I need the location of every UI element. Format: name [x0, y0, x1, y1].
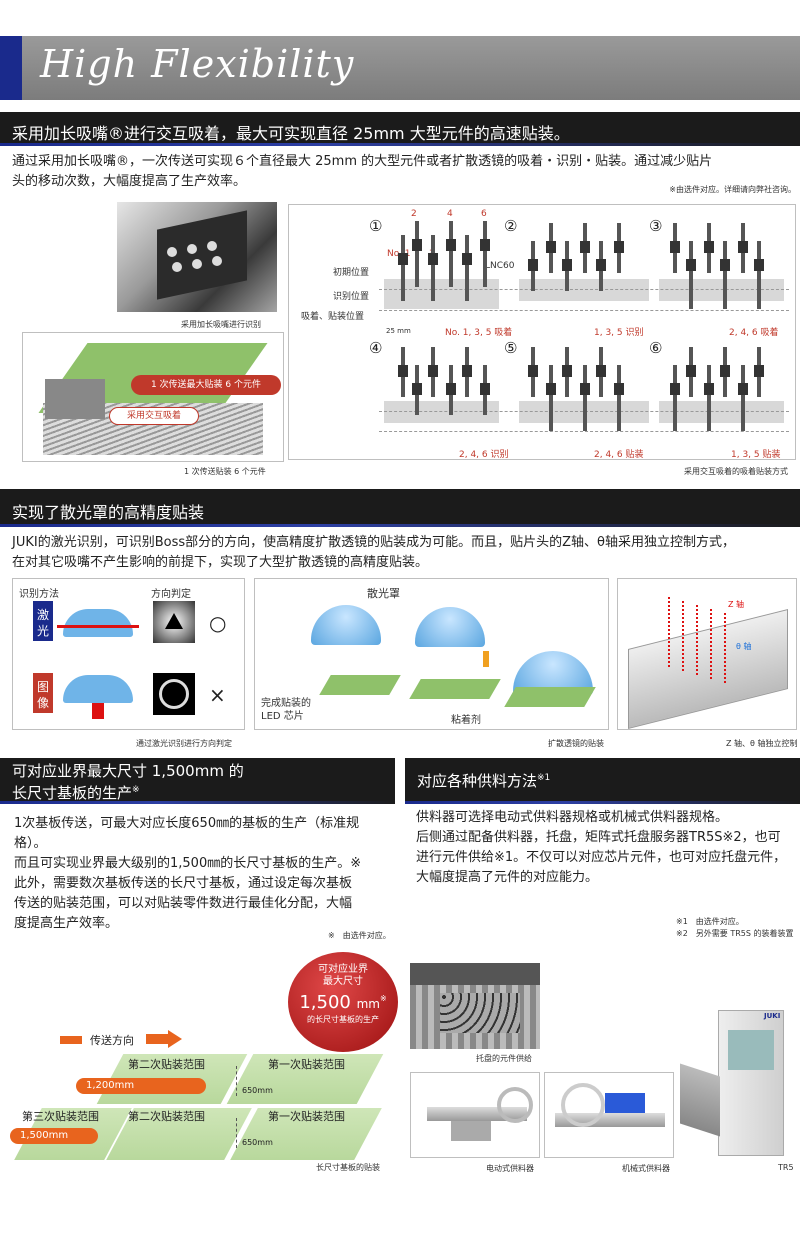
len-650-b: 650mm	[242, 1138, 273, 1147]
direction-label: 传送方向	[90, 1034, 134, 1047]
electric-caption: 电动式供料器	[486, 1164, 534, 1173]
section2-heading-bar: 实现了散光罩的高精度贴装	[0, 489, 800, 527]
z-theta-panel: Z 轴 θ 轴	[617, 578, 797, 730]
step-5-caption: 2, 4, 6 贴装	[594, 450, 644, 460]
nozzle-label-2: 2	[411, 209, 417, 219]
board-callout-1: 1 次传送最大贴装 6 个元件	[131, 375, 281, 395]
step-6-caption: 1, 3, 5 贴装	[731, 450, 781, 460]
panel1-caption: 通过激光识别进行方向判定	[136, 739, 232, 748]
row-label-recognition: 识别位置	[333, 292, 370, 302]
step-2-number: ②	[504, 217, 518, 235]
second-range-1: 第二次贴装范围	[128, 1058, 205, 1071]
panel2-caption: 扩散透镜的贴装	[548, 739, 604, 748]
lens-mounting-panel: 散光罩 完成贴装的 LED 芯片 粘着剂	[254, 578, 609, 730]
image-tag: 图像	[33, 673, 53, 713]
row-label-initial: 初期位置	[333, 268, 370, 278]
step-2-caption: 1, 3, 5 识别	[594, 328, 644, 338]
tray-feed-photo	[410, 963, 540, 1049]
method-label: 识别方法	[19, 589, 59, 600]
tray-caption: 托盘的元件供给	[476, 1054, 532, 1063]
len-1500-bar: 1,500mm	[10, 1128, 98, 1144]
diagram-caption: 采用交互吸着的吸着贴装方式	[684, 467, 788, 476]
step-5-number: ⑤	[504, 339, 518, 357]
first-range-2: 第一次贴装范围	[268, 1110, 345, 1123]
laser-judge-image	[153, 601, 195, 643]
z-axis-label: Z 轴	[728, 600, 745, 609]
section3-heading-bar: 可对应业界最大尺寸 1,500mm 的 长尺寸基板的生产※	[0, 758, 395, 804]
nozzle-head-photo	[117, 202, 277, 312]
section3-body: 1次基板传送，可最大对应长度650㎜的基板的生产（标准规 格）。 而且可实现业界…	[14, 816, 362, 931]
section3-note: ※ 由选件对应。	[328, 931, 391, 940]
tr5-machine-image: JUKI	[680, 1010, 790, 1156]
step-6-number: ⑥	[649, 339, 663, 357]
title-banner: High Flexibility	[0, 36, 800, 100]
section2-heading: 实现了散光罩的高精度贴装	[12, 503, 205, 522]
step-4-number: ④	[369, 339, 383, 357]
adhesive-label: 粘着剂	[451, 715, 481, 726]
page-title: High Flexibility	[40, 42, 355, 86]
row-label-pickup: 吸着、贴装位置	[301, 312, 365, 322]
section1-body: 通过采用加长吸嘴®，一次传送可实现６个直径最大 25mm 的大型元件或者扩散透镜…	[12, 154, 713, 189]
alternating-pickup-diagram: ① ② ③ ④ ⑤ ⑥ 2 4 6 No. 1 3 5 LNC60 初期位置 识…	[288, 204, 796, 460]
lnc-label: LNC60	[485, 261, 515, 271]
mechanical-feeder-image	[544, 1072, 674, 1158]
nozzle-label-6: 6	[481, 209, 487, 219]
section4-notes: ※1 由选件对应。 ※2 另外需要 TR5S 的装着装置	[676, 917, 794, 938]
step-1-number: ①	[369, 217, 383, 235]
step-1-caption: No. 1, 3, 5 吸着	[445, 328, 513, 338]
first-range-1: 第一次贴装范围	[268, 1058, 345, 1071]
board-illustration: 1 次传送最大贴装 6 个元件 采用交互吸着	[22, 332, 284, 462]
tr5-caption: TR5	[778, 1163, 794, 1172]
second-range-2: 第二次贴装范围	[128, 1110, 205, 1123]
judge-label: 方向判定	[151, 589, 191, 600]
section3-heading-line1: 可对应业界最大尺寸 1,500mm 的	[12, 762, 244, 780]
lens-label: 散光罩	[367, 587, 400, 600]
ng-mark: ×	[209, 683, 226, 707]
board-caption: 1 次传送贴装 6 个元件	[184, 467, 266, 476]
photo-caption: 采用加长吸嘴进行识别	[181, 320, 261, 329]
tr5-brand: JUKI	[764, 1012, 781, 1020]
section4-heading: 对应各种供料方法	[417, 772, 538, 790]
mechanical-caption: 机械式供料器	[622, 1164, 670, 1173]
section1-note: ※由选件对应。详细请向弊社咨询。	[669, 185, 796, 194]
third-range: 第三次贴装范围	[22, 1110, 99, 1123]
panel3-caption: Z 轴、θ 轴独立控制	[726, 739, 798, 748]
electric-feeder-image	[410, 1072, 540, 1158]
section4-body: 供料器可选择电动式供料器规格或机械式供料器规格。 后侧通过配备供料器，托盘，矩阵…	[416, 810, 787, 885]
theta-axis-label: θ 轴	[736, 642, 752, 651]
max-size-badge: 可对应业界 最大尺寸 1,500 mm※ 的长尺寸基板的生产	[288, 952, 398, 1052]
len-650-a: 650mm	[242, 1086, 273, 1095]
scale-label: 25 mm	[386, 327, 411, 335]
led-label: 完成贴装的 LED 芯片	[261, 698, 311, 722]
banner-accent	[0, 36, 22, 100]
ok-mark: ○	[209, 611, 227, 635]
image-judge-image	[153, 673, 195, 715]
laser-recognition-panel: 识别方法 方向判定 激光 图像 ○ ×	[12, 578, 245, 730]
len-1200-bar: 1,200mm	[76, 1078, 206, 1094]
section1-heading-bar: 采用加长吸嘴®进行交互吸着，最大可实现直径 25mm 大型元件的高速贴装。	[0, 112, 800, 146]
direction-arrow-icon	[168, 1030, 182, 1048]
section1-heading: 采用加长吸嘴®进行交互吸着，最大可实现直径 25mm 大型元件的高速贴装。	[12, 124, 570, 143]
laser-tag: 激光	[33, 601, 53, 641]
section2-body: JUKI的激光识别，可识别Boss部分的方向，使高精度扩散透镜的贴装成为可能。而…	[12, 535, 735, 570]
section4-heading-bar: 对应各种供料方法※1	[405, 758, 800, 804]
board-callout-2: 采用交互吸着	[109, 407, 199, 425]
section3-heading-line2: 长尺寸基板的生产	[12, 784, 133, 802]
nozzle-label-4: 4	[447, 209, 453, 219]
step-3-caption: 2, 4, 6 吸着	[729, 328, 779, 338]
step-4-caption: 2, 4, 6 识别	[459, 450, 509, 460]
long-board-caption: 长尺寸基板的贴装	[316, 1163, 380, 1172]
step-3-number: ③	[649, 217, 663, 235]
